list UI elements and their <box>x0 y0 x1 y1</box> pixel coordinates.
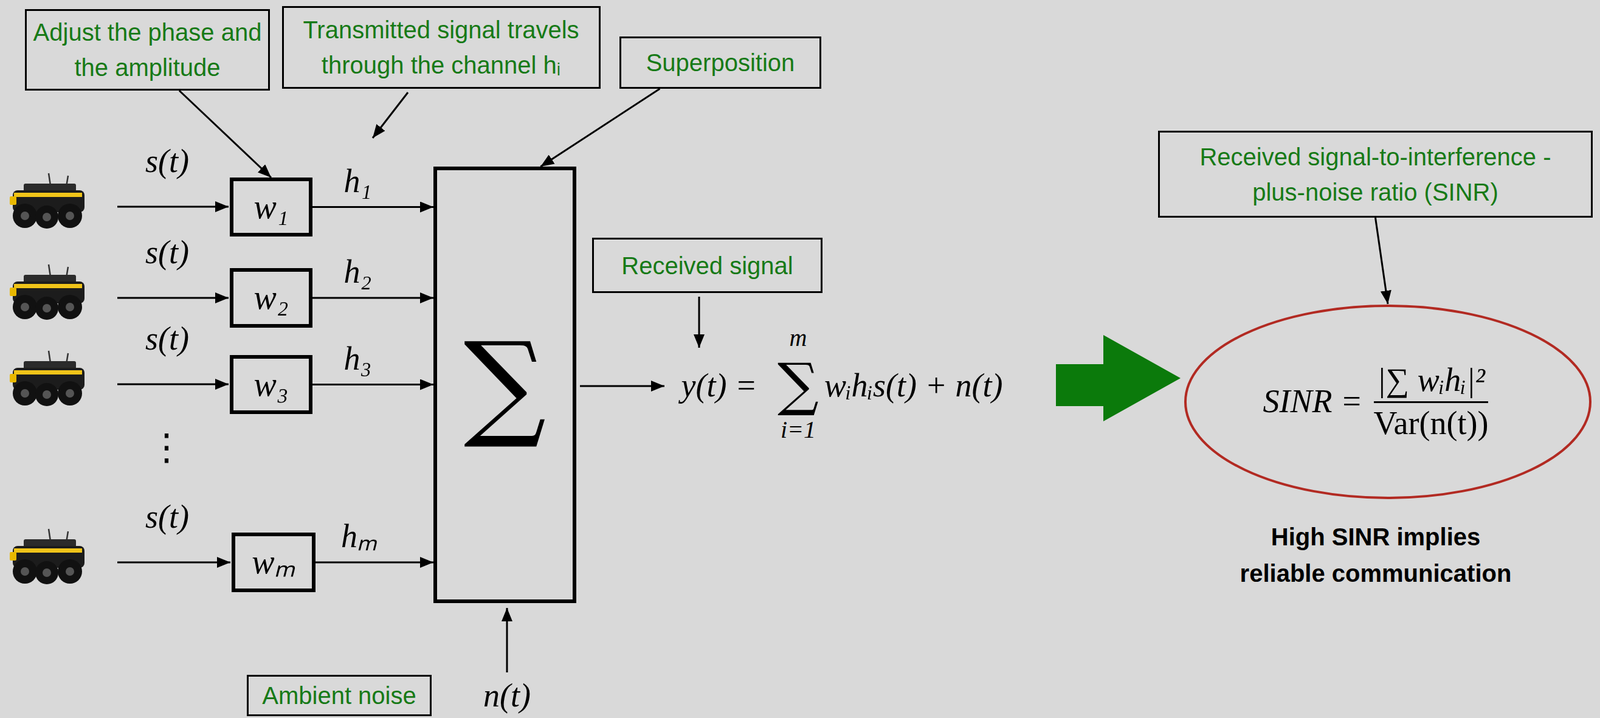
signal-name: s(t) <box>145 234 190 271</box>
label-text: |∑ wᵢhᵢ|² <box>1376 362 1486 399</box>
ellipsis: ⋮ <box>148 428 185 466</box>
ellipse-shape <box>1185 305 1591 498</box>
label-text: SINR = <box>1263 383 1363 420</box>
signal-name: s(t) <box>145 499 190 535</box>
callout-box: Superposition <box>619 36 822 89</box>
sum-limit: m <box>789 325 808 351</box>
formula-row: SINR = |∑ wᵢhᵢ|² Var(n(t)) <box>1263 362 1514 442</box>
label-text: Adjust the phase and the amplitude <box>26 14 269 86</box>
label-text: w₂ <box>254 279 289 317</box>
equation-part: wᵢhᵢs(t) + n(t) <box>824 367 1004 404</box>
channel-label: h₂ <box>344 254 373 290</box>
noise-wire <box>506 607 509 673</box>
note: High SINR implies reliable communication <box>1229 518 1522 592</box>
robot <box>9 528 85 585</box>
fraction: |∑ wᵢhᵢ|² Var(n(t)) <box>1373 362 1489 442</box>
big-arrow <box>1055 334 1181 422</box>
weight-box: w₃ <box>229 355 313 414</box>
leader-line <box>372 92 408 138</box>
sinr-ellipse: SINR = |∑ wᵢhᵢ|² Var(n(t)) <box>1183 303 1593 500</box>
signal-wire <box>117 383 229 386</box>
label-text: Superposition <box>646 44 796 81</box>
weight-box: w₂ <box>229 268 313 328</box>
robot <box>9 173 85 229</box>
weight-box: wₘ <box>231 532 316 593</box>
signal-wire <box>117 561 231 564</box>
robot <box>9 264 85 320</box>
callout-box: Ambient noise <box>246 674 432 717</box>
signal-name: s(t) <box>145 143 190 180</box>
label-text: Var(n(t)) <box>1373 405 1489 442</box>
channel-label: hₘ <box>341 518 378 555</box>
callout-box: Transmitted signal travels through the c… <box>282 6 601 89</box>
label-text: w₃ <box>254 365 289 404</box>
label-text: wₘ <box>251 543 295 582</box>
label-text: Received signal <box>621 248 793 284</box>
connector <box>1375 217 1389 304</box>
robot <box>9 350 85 407</box>
signal-wire <box>117 297 229 300</box>
label-text: Ambient noise <box>262 677 416 714</box>
signal-wire <box>117 206 229 208</box>
noise-name: n(t) <box>483 677 531 714</box>
connector <box>315 561 434 564</box>
signal-name: s(t) <box>145 320 190 357</box>
connector <box>540 88 660 167</box>
callout-box: Adjust the phase and the amplitude <box>24 9 270 91</box>
summation-box: ∑ <box>433 166 577 604</box>
sum-symbol: ∑ <box>777 355 819 414</box>
callout-box: Received signal-to-interference -plus-no… <box>1158 130 1593 218</box>
channel-label: h₃ <box>344 341 373 377</box>
label-text: ∑ <box>463 327 547 443</box>
label-text: w₁ <box>254 188 289 227</box>
label-text: Transmitted signal travels through the c… <box>292 12 591 83</box>
output-wire <box>579 385 665 388</box>
connector <box>312 297 434 300</box>
equation-part: y(t) = <box>681 367 758 404</box>
connector <box>179 90 272 178</box>
leader-line <box>698 296 701 348</box>
sum-limit: i=1 <box>780 417 816 442</box>
callout-box: Received signal <box>592 237 823 294</box>
weight-box: w₁ <box>229 177 313 237</box>
connector <box>312 383 434 386</box>
fraction-bar <box>1373 401 1489 404</box>
label-text: Received signal-to-interference -plus-no… <box>1187 139 1565 210</box>
connector <box>312 206 434 208</box>
channel-label: h₁ <box>344 163 373 200</box>
